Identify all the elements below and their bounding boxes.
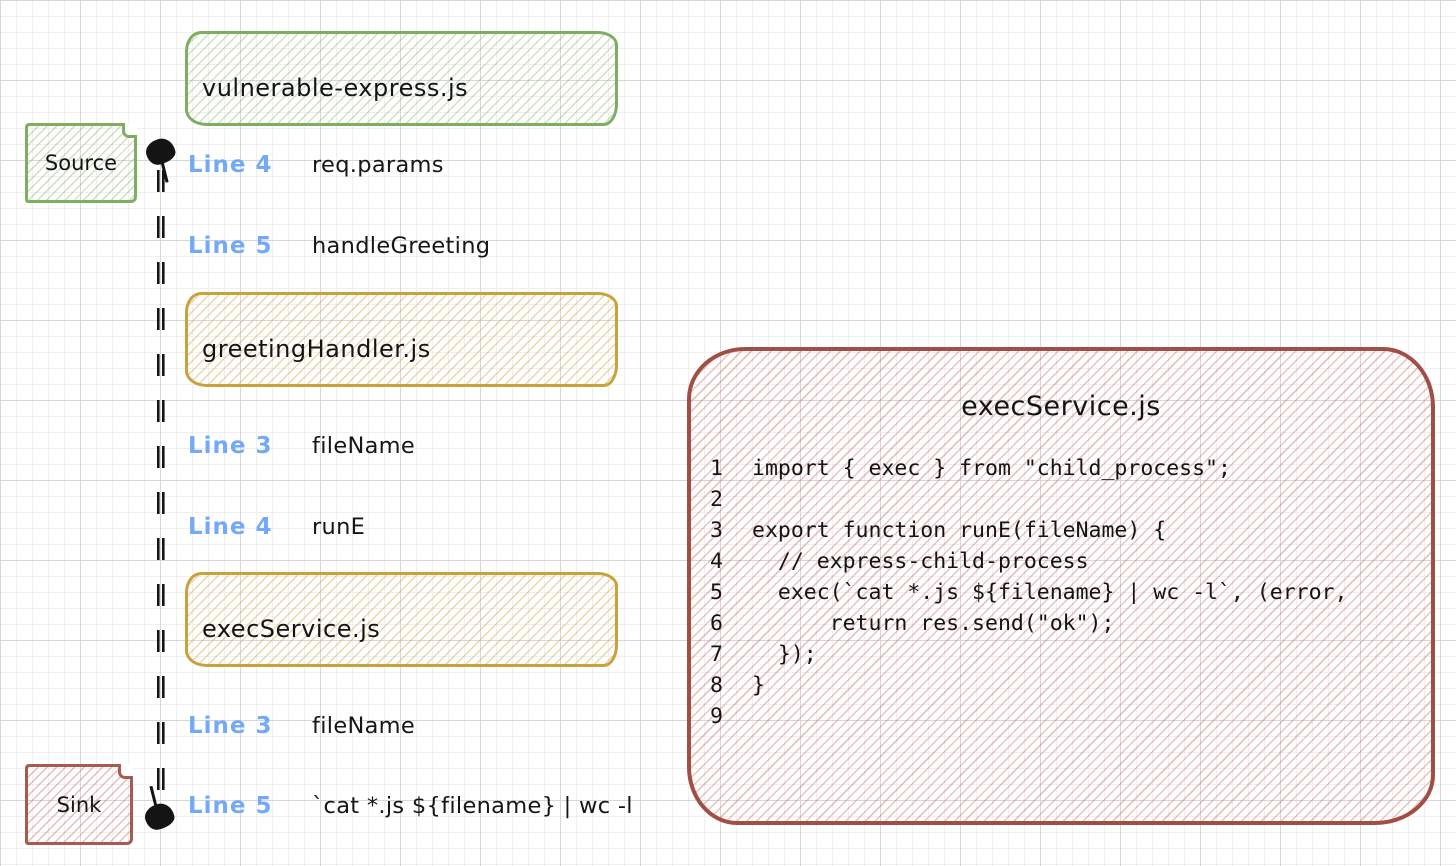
flow-step-line-number: Line 4 [188, 152, 273, 178]
flow-step-value: handleGreeting [312, 233, 491, 259]
sink-sticky-note[interactable]: Sink [25, 764, 133, 845]
code-panel-title: execService.js [961, 391, 1161, 422]
flow-step-line-number: Line 3 [188, 433, 273, 459]
trace-start-scribble-dot [143, 135, 178, 168]
source-label: Source [44, 151, 118, 175]
trace-dashed-line [157, 170, 165, 804]
file-box-exec-service[interactable]: execService.js [185, 572, 618, 667]
code-line: 6 return res.send("ok"); [710, 608, 1423, 639]
code-line-text: import { exec } from "child_process"; [752, 456, 1231, 481]
code-line-number: 5 [710, 580, 723, 605]
code-line: 5 exec(`cat *.js ${filename} | wc -l`, (… [710, 577, 1423, 608]
file-box-label: execService.js [202, 614, 381, 643]
code-line: 2 [710, 484, 1423, 515]
code-line-text: }); [752, 642, 817, 667]
code-listing: 1 import { exec } from "child_process"; … [710, 453, 1423, 732]
code-line-number: 1 [710, 456, 723, 481]
file-box-label: greetingHandler.js [202, 334, 431, 363]
flow-step-value: req.params [312, 152, 444, 178]
file-box-label: vulnerable-express.js [202, 73, 469, 102]
code-line-text: // express-child-process [752, 549, 1089, 574]
flow-step-value: runE [312, 514, 366, 540]
code-panel-exec-service[interactable]: execService.js 1 import { exec } from "c… [687, 347, 1435, 825]
code-line: 8 } [710, 670, 1423, 701]
sticky-fold-corner [122, 123, 137, 138]
code-line-number: 6 [710, 611, 723, 636]
code-line: 3 export function runE(fileName) { [710, 515, 1423, 546]
sticky-fold-corner [118, 764, 133, 779]
flow-step-line-number: Line 5 [188, 793, 273, 819]
code-line-number: 7 [710, 642, 723, 667]
code-line-text: export function runE(fileName) { [752, 518, 1167, 543]
flow-step-line-number: Line 4 [188, 514, 273, 540]
code-line: 9 [710, 701, 1423, 732]
code-line-text: return res.send("ok"); [752, 611, 1115, 636]
code-line-text: exec(`cat *.js ${filename} | wc -l`, (er… [752, 580, 1348, 605]
code-line-number: 2 [710, 487, 723, 512]
file-box-greeting-handler[interactable]: greetingHandler.js [185, 292, 618, 387]
flow-step-line-number: Line 5 [188, 233, 273, 259]
code-line: 7 }); [710, 639, 1423, 670]
flow-step-value: fileName [312, 713, 416, 739]
sink-label: Sink [56, 792, 102, 817]
trace-end-scribble-dot [142, 800, 177, 833]
flow-step-line-number: Line 3 [188, 713, 273, 739]
code-line-number: 9 [710, 704, 723, 729]
flow-step-value: fileName [312, 433, 416, 459]
code-line-number: 3 [710, 518, 723, 543]
code-line: 4 // express-child-process [710, 546, 1423, 577]
code-line-text: } [752, 673, 765, 698]
code-line: 1 import { exec } from "child_process"; [710, 453, 1423, 484]
code-line-number: 8 [710, 673, 723, 698]
source-sticky-note[interactable]: Source [25, 123, 137, 203]
file-box-vulnerable-express[interactable]: vulnerable-express.js [185, 31, 618, 126]
code-line-number: 4 [710, 549, 723, 574]
flow-step-value: `cat *.js ${filename} | wc -l [312, 793, 633, 819]
